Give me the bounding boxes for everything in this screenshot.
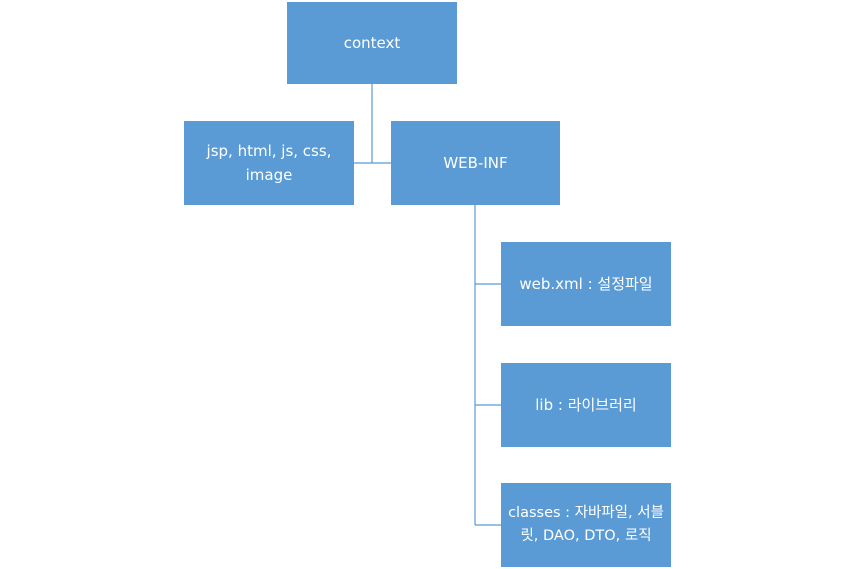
node-context-label: context xyxy=(343,34,401,52)
node-classes: classes : 자바파일, 서블릿, DAO, DTO, 로직 xyxy=(501,483,671,567)
node-web-xml: web.xml : 설정파일 xyxy=(501,242,671,326)
node-web-xml-label: web.xml : 설정파일 xyxy=(519,275,653,293)
node-static-resources-label: jsp, html, js, css, image xyxy=(206,142,332,184)
node-web-inf: WEB-INF xyxy=(391,121,560,205)
node-lib-label: lib : 라이브러리 xyxy=(535,396,637,414)
node-classes-label: classes : 자바파일, 서블릿, DAO, DTO, 로직 xyxy=(508,504,664,544)
node-context: context xyxy=(287,2,457,84)
node-lib: lib : 라이브러리 xyxy=(501,363,671,447)
node-web-inf-label: WEB-INF xyxy=(443,154,508,172)
node-static-resources: jsp, html, js, css, image xyxy=(184,121,354,205)
